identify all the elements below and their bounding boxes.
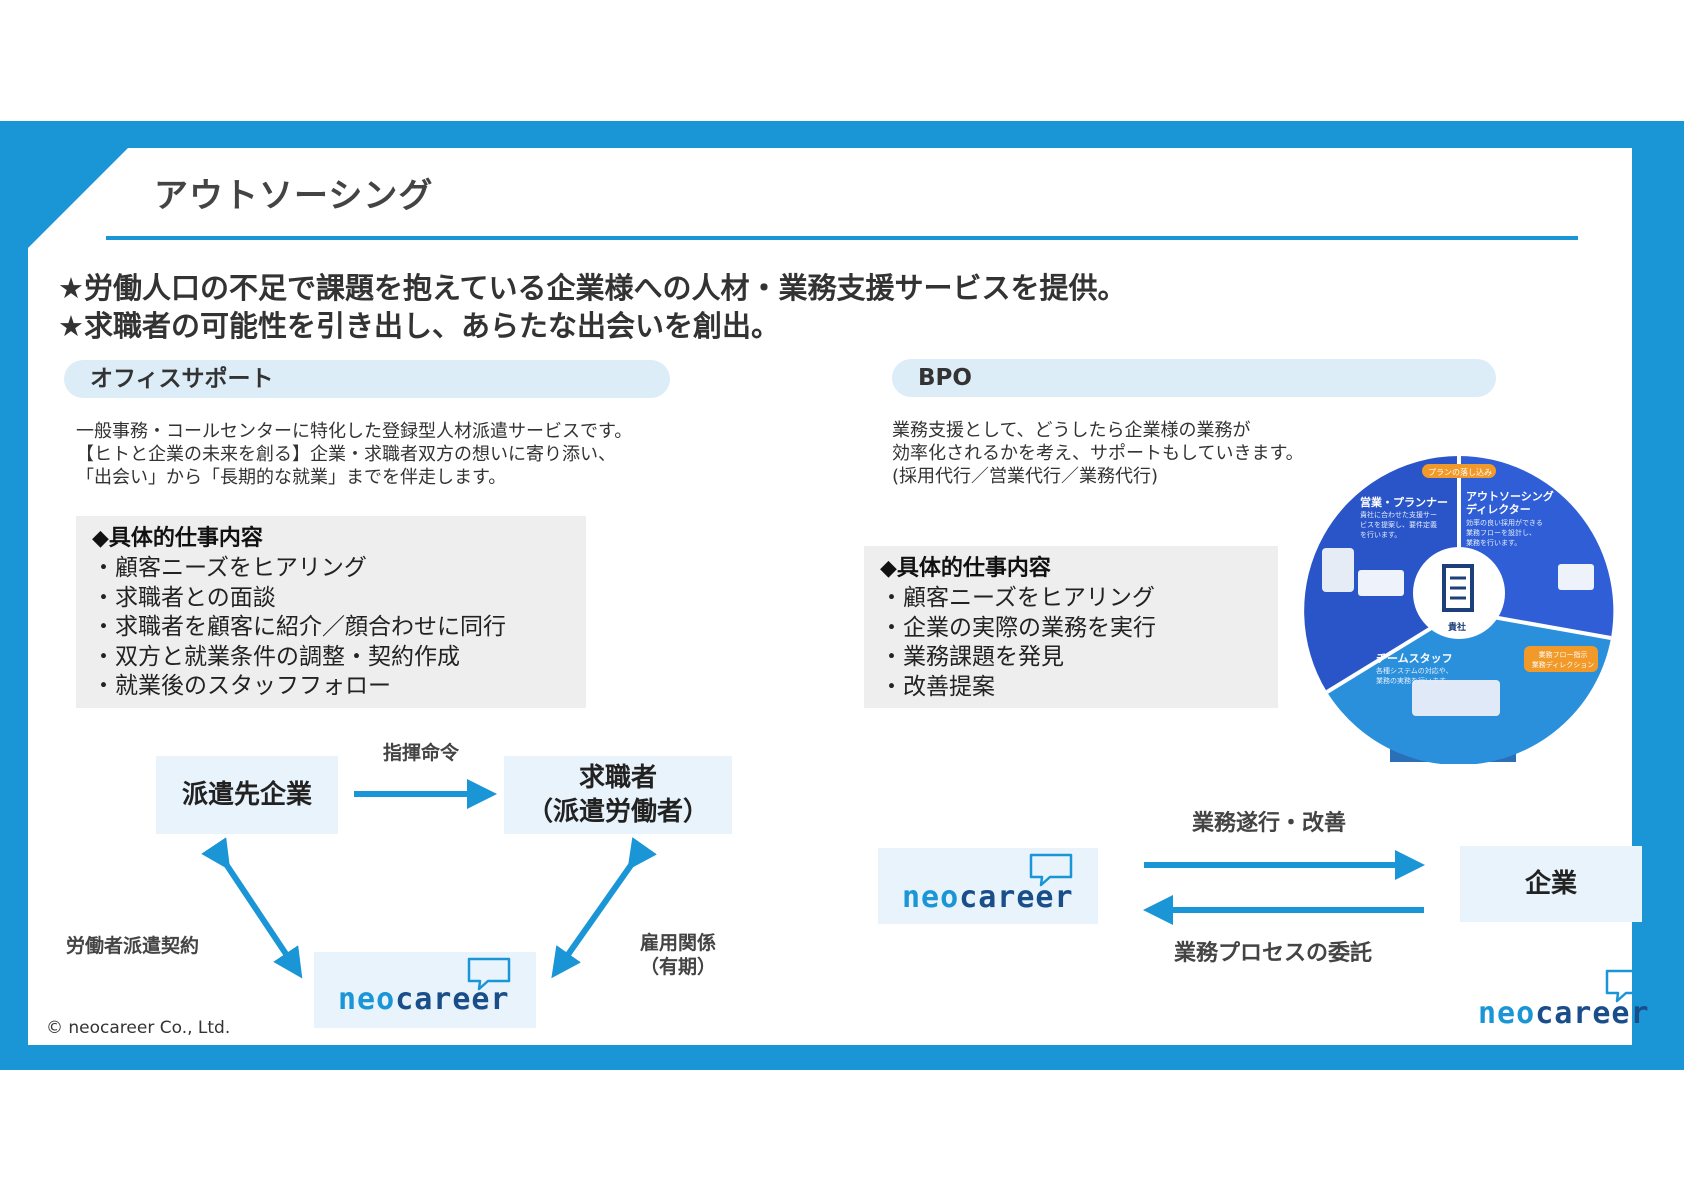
bpo-task-item: ・業務課題を発見	[880, 644, 1064, 670]
logo-neo: neo	[1478, 996, 1536, 1031]
wheel-planner-title: 営業・プランナー	[1360, 496, 1448, 509]
office-desc-line: 【ヒトと企業の未来を創る】企業・求職者双方の想いに寄り添い、	[76, 444, 616, 465]
office-task-item: ・顧客ニーズをヒアリング	[92, 555, 367, 581]
wheel-director-text-line: 業務を行います。	[1466, 539, 1522, 547]
wheel-staff-text: 各種システムの対応や、 業務の実務を行います。	[1376, 666, 1453, 686]
dispatch-worker-box: 求職者 （派遣労働者）	[504, 756, 732, 834]
office-desc-line: 一般事務・コールセンターに特化した登録型人材派遣サービスです。	[76, 421, 633, 442]
headline-1: ★労働人口の不足で課題を抱えている企業様への人材・業務支援サービスを提供。	[58, 271, 1127, 305]
office-task-item: ・就業後のスタッフフォロー	[92, 673, 391, 699]
bpo-client-box: 企業	[1460, 846, 1642, 922]
wheel-director-text-line: 業務フローを設計し、	[1466, 529, 1536, 537]
office-tasks-title: ◆具体的仕事内容	[92, 526, 263, 551]
wheel-side-badge-line: 業務フロー指示	[1538, 651, 1588, 659]
logo-neo: neo	[902, 880, 960, 915]
employment-label-line: （有期）	[639, 956, 716, 978]
logo-career: career	[395, 982, 510, 1017]
wheel-planner-text-line: 貴社に合わせた支援サー	[1360, 511, 1437, 519]
wheel-planner-text-line: を行います。	[1360, 531, 1402, 539]
bpo-upper-label: 業務遂行・改善	[1192, 811, 1347, 836]
bpo-wheel-illustration	[1304, 456, 1614, 764]
office-task-item: ・求職者を顧客に紹介／顔合わせに同行	[92, 614, 506, 640]
office-desc-line: 「出会い」から「長期的な就業」までを伴走します。	[76, 467, 507, 488]
contract-label: 労働者派遣契約	[66, 935, 200, 957]
bpo-neocareer-logo: neocareer	[902, 880, 1074, 915]
office-support-heading: オフィスサポート	[64, 360, 670, 398]
page-title: アウトソーシング	[154, 176, 434, 216]
wheel-side-badge-line: 業務ディレクション	[1531, 661, 1595, 669]
neocareer-logo-box	[314, 952, 536, 1028]
dispatch-worker-sublabel: （派遣労働者）	[526, 797, 709, 827]
bpo-desc-line: (採用代行／営業代行／業務代行)	[892, 466, 1159, 487]
bpo-desc-line: 業務支援として、どうしたら企業様の業務が	[892, 420, 1251, 441]
wheel-planner-text-line: ビスを提案し、要件定義	[1360, 521, 1437, 529]
headline-2: ★求職者の可能性を引き出し、あらたな出会いを創出。	[58, 309, 780, 343]
speech-bubble-icon	[467, 957, 511, 991]
wheel-director-title-line: アウトソーシング	[1466, 490, 1554, 503]
speech-bubble-icon	[1029, 853, 1073, 887]
wheel-planner-text: 貴社に合わせた支援サー ビスを提案し、要件定義 を行います。	[1360, 510, 1437, 540]
office-task-item: ・双方と就業条件の調整・契約作成	[92, 643, 460, 670]
speech-bubble-icon	[1605, 969, 1649, 1003]
office-tasks-box: ◆具体的仕事内容 ・顧客ニーズをヒアリング ・求職者との面談 ・求職者を顧客に紹…	[76, 516, 586, 708]
dispatch-client-label: 派遣先企業	[181, 780, 312, 810]
wheel-staff-text-line: 各種システムの対応や、	[1376, 667, 1453, 675]
wheel-staff-text-line: 業務の実務を行います。	[1376, 677, 1453, 685]
wheel-side-badge: 業務フロー指示 業務ディレクション	[1528, 650, 1598, 670]
bpo-description: 業務支援として、どうしたら企業様の業務が 効率化されるかを考え、サポートもしてい…	[892, 419, 1304, 488]
office-support-description: 一般事務・コールセンターに特化した登録型人材派遣サービスです。 【ヒトと企業の未…	[76, 420, 632, 489]
copyright: © neocareer Co., Ltd.	[46, 1018, 231, 1038]
command-label: 指揮命令	[382, 742, 459, 764]
neocareer-logo: neocareer	[338, 982, 510, 1017]
dispatch-worker-label: 求職者	[578, 763, 657, 793]
wheel-center-label: 貴社	[1448, 623, 1467, 633]
wheel-top-badge: プランの落し込み	[1428, 468, 1492, 477]
wheel-staff-title: チームスタッフ	[1376, 652, 1453, 665]
bpo-task-item: ・顧客ニーズをヒアリング	[880, 585, 1155, 611]
dispatch-client-box: 派遣先企業	[156, 756, 338, 834]
bpo-tasks-box: ◆具体的仕事内容 ・顧客ニーズをヒアリング ・企業の実際の業務を実行 ・業務課題…	[864, 546, 1278, 708]
bpo-task-item: ・企業の実際の業務を実行	[880, 614, 1156, 641]
wheel-director-text: 効率の良い採用ができる 業務フローを設計し、 業務を行います。	[1466, 518, 1543, 548]
wheel-director-title-line: ディレクター	[1466, 503, 1531, 516]
logo-neo: neo	[338, 982, 396, 1017]
bpo-task-item: ・改善提案	[880, 673, 995, 700]
logo-career: career	[959, 880, 1074, 915]
bpo-tasks-title: ◆具体的仕事内容	[880, 556, 1051, 581]
bpo-lower-label: 業務プロセスの委託	[1174, 941, 1373, 966]
title-underline	[106, 236, 1578, 240]
wheel-director-title: アウトソーシング ディレクター	[1466, 490, 1554, 516]
bpo-heading: BPO	[892, 359, 1496, 397]
bpo-client-label: 企業	[1524, 869, 1577, 899]
wheel-director-text-line: 効率の良い採用ができる	[1466, 519, 1543, 527]
office-task-item: ・求職者との面談	[92, 584, 276, 611]
bpo-neocareer-logo-box	[878, 848, 1098, 924]
contract-arrow	[201, 837, 303, 979]
logo-career: career	[1535, 996, 1650, 1031]
employment-arrow	[551, 837, 657, 979]
bpo-desc-line: 効率化されるかを考え、サポートもしていきます。	[892, 443, 1304, 464]
employment-label-line: 雇用関係	[639, 932, 716, 954]
corner-neocareer-logo: neocareer	[1478, 996, 1650, 1031]
employment-label: 雇用関係 （有期）	[628, 931, 728, 979]
